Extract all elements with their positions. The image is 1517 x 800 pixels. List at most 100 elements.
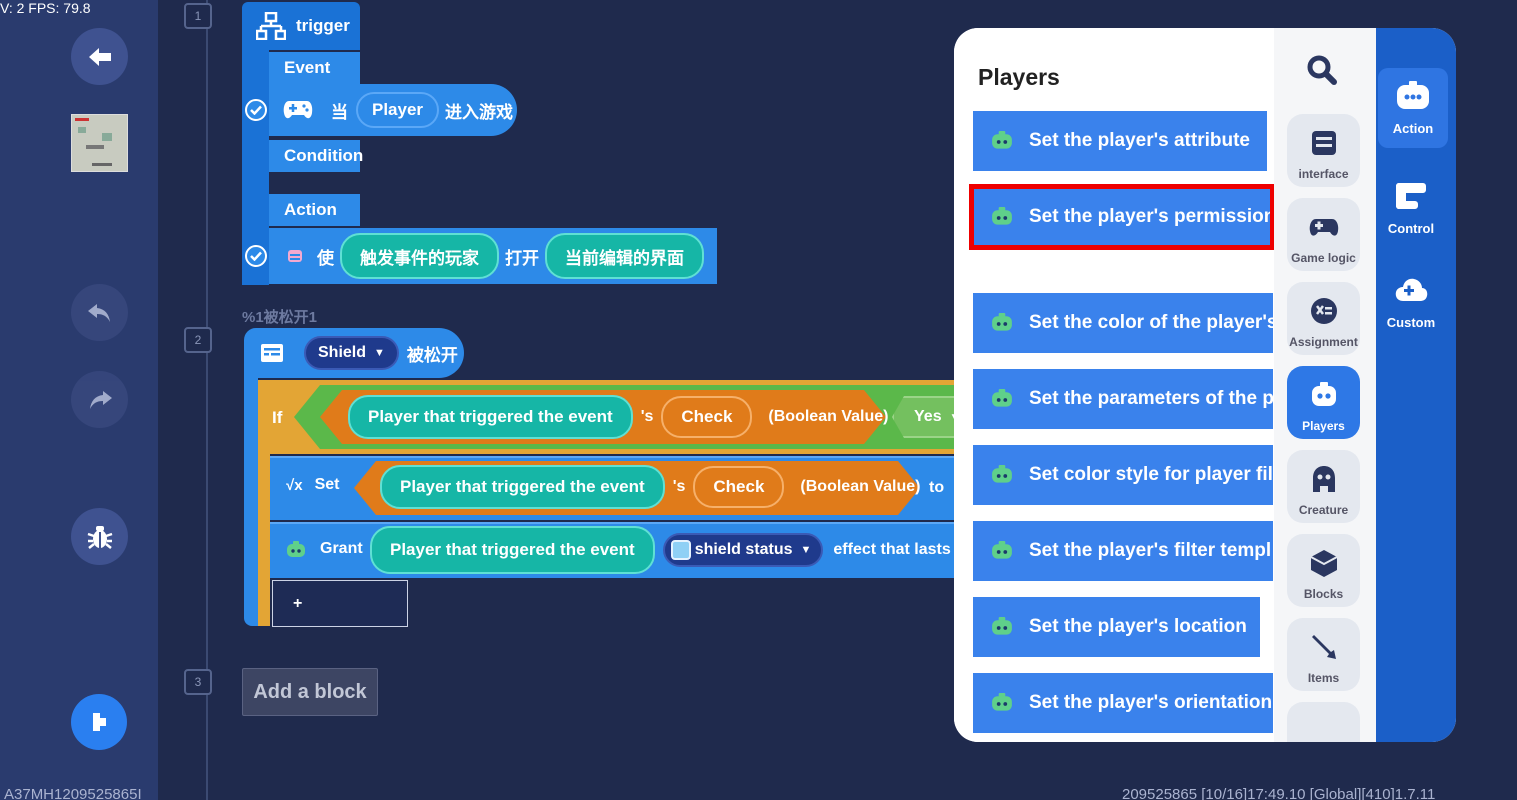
- category-label: Assignment: [1289, 335, 1358, 349]
- palette-item-label: Set the player's attribute: [1029, 130, 1250, 151]
- creature-icon: [1309, 464, 1339, 503]
- palette-item[interactable]: Set color style for player filt: [973, 445, 1273, 505]
- grant-label-group: Grant: [286, 540, 363, 558]
- search-icon[interactable]: [1306, 54, 1338, 86]
- category-blocks[interactable]: Blocks: [1287, 534, 1360, 607]
- run-button[interactable]: [71, 694, 127, 750]
- tab-control[interactable]: Control: [1376, 168, 1446, 248]
- category-players[interactable]: Players: [1287, 366, 1360, 439]
- build-info: 209525865 [10/16]17:49.10 [Global][410]1…: [1122, 786, 1436, 800]
- ui-panel-icon: [261, 344, 283, 362]
- possessive-label: 's: [640, 408, 654, 425]
- check-pill[interactable]: Check: [693, 466, 785, 508]
- action-icon: [1395, 80, 1431, 121]
- check-icon[interactable]: [245, 245, 267, 267]
- category-more[interactable]: [1287, 702, 1360, 742]
- robot-icon: [991, 131, 1013, 151]
- set-expression: Player that triggered the event 's Check…: [380, 465, 920, 509]
- to-label: to: [929, 479, 945, 496]
- palette-item[interactable]: Set the player's permission: [973, 187, 1271, 247]
- custom-icon: [1393, 274, 1429, 315]
- status-value: shield status: [694, 541, 793, 558]
- add-action-slot[interactable]: +: [272, 580, 408, 627]
- timeline-rail: [206, 0, 208, 800]
- redo-button[interactable]: [71, 371, 128, 428]
- status-dropdown[interactable]: shield status ▼: [662, 533, 824, 567]
- trigger-header[interactable]: trigger: [256, 12, 350, 40]
- when-label: 当: [331, 102, 348, 122]
- players-icon: [1309, 380, 1339, 419]
- tab-custom[interactable]: Custom: [1376, 262, 1446, 342]
- robot-icon: [991, 541, 1013, 561]
- palette-item-label: Set the player's location: [1029, 616, 1247, 637]
- window-icon: [288, 250, 302, 262]
- selection-highlight: [969, 184, 1275, 250]
- if-expression: Player that triggered the event 's Check…: [348, 395, 888, 439]
- palette-item-label: Set the player's orientation: [1029, 692, 1273, 713]
- check-icon[interactable]: [245, 99, 267, 121]
- formula-icon: √x: [286, 476, 303, 494]
- gamepad-icon: [283, 101, 313, 119]
- control-icon: [1393, 180, 1429, 221]
- shield-dropdown[interactable]: Shield ▼: [304, 336, 399, 370]
- undo-button[interactable]: [71, 284, 128, 341]
- shield-header[interactable]: Shield ▼ 被松开: [260, 330, 458, 376]
- category-items[interactable]: Items: [1287, 618, 1360, 691]
- trigger-player-pill[interactable]: 触发事件的玩家: [340, 233, 499, 279]
- action-section: Action: [269, 194, 360, 226]
- palette-item[interactable]: Set the parameters of the p: [973, 369, 1273, 429]
- step-number: 3: [184, 669, 212, 695]
- effect-label: effect that lasts pe: [833, 541, 974, 558]
- player-pill[interactable]: Player: [356, 92, 440, 128]
- debug-button[interactable]: [71, 508, 128, 565]
- tab-label: Control: [1387, 221, 1435, 236]
- condition-section: Condition: [269, 140, 363, 172]
- add-block-button[interactable]: Add a block: [242, 668, 378, 716]
- palette-title: Players: [978, 64, 1060, 90]
- enter-game-label: 进入游戏: [445, 102, 514, 122]
- scene-thumbnail[interactable]: [71, 114, 128, 172]
- triggering-player-pill[interactable]: Player that triggered the event: [370, 526, 655, 574]
- category-label: Items: [1307, 671, 1340, 685]
- category-label: Blocks: [1303, 587, 1344, 601]
- triggering-player-pill[interactable]: Player that triggered the event: [380, 465, 665, 509]
- event-section: Event: [269, 52, 360, 84]
- back-button[interactable]: [71, 28, 128, 85]
- category-interface[interactable]: interface: [1287, 114, 1360, 187]
- event-block[interactable]: 当 Player 进入游戏: [269, 84, 517, 136]
- category-label: Game logic: [1291, 251, 1356, 265]
- tab-action[interactable]: Action: [1378, 68, 1448, 148]
- check-pill[interactable]: Check: [661, 396, 753, 438]
- triggering-player-pill[interactable]: Player that triggered the event: [348, 395, 633, 439]
- chevron-down-icon: ▼: [800, 544, 812, 556]
- palette-item[interactable]: Set the player's attribute: [973, 111, 1267, 171]
- released-label: 被松开: [406, 345, 458, 365]
- category-assignment[interactable]: Assignment: [1287, 282, 1360, 355]
- palette-item[interactable]: Set the player's filter templ: [973, 521, 1273, 581]
- interface-icon: [1309, 128, 1339, 167]
- palette-item[interactable]: Set the color of the player's: [973, 293, 1273, 353]
- step-number: 2: [184, 327, 212, 353]
- current-ui-pill[interactable]: 当前编辑的界面: [545, 233, 704, 279]
- open-ui-block[interactable]: 使 触发事件的玩家 打开 当前编辑的界面: [269, 228, 717, 284]
- action-label: Action: [284, 200, 337, 219]
- robot-icon: [991, 693, 1013, 713]
- category-creature[interactable]: Creature: [1287, 450, 1360, 523]
- left-sidebar: V: 2 FPS: 79.8: [0, 0, 158, 800]
- add-slot-label: +: [293, 594, 303, 612]
- category-game-logic[interactable]: Game logic: [1287, 198, 1360, 271]
- assignment-icon: [1309, 296, 1339, 335]
- palette-item[interactable]: Set the player's orientation: [973, 673, 1273, 733]
- step-number: 1: [184, 3, 212, 29]
- palette-item-label: Set color style for player filt: [1029, 464, 1273, 485]
- boolean-value: Yes: [914, 408, 942, 425]
- robot-icon: [991, 617, 1013, 637]
- open-label: 打开: [505, 248, 539, 268]
- redo-icon: [89, 390, 112, 409]
- palette-item[interactable]: Set the player's location: [973, 597, 1260, 657]
- hierarchy-icon: [256, 12, 286, 40]
- boolean-type-label: (Boolean Value): [800, 478, 921, 495]
- event-label: Event: [284, 58, 331, 77]
